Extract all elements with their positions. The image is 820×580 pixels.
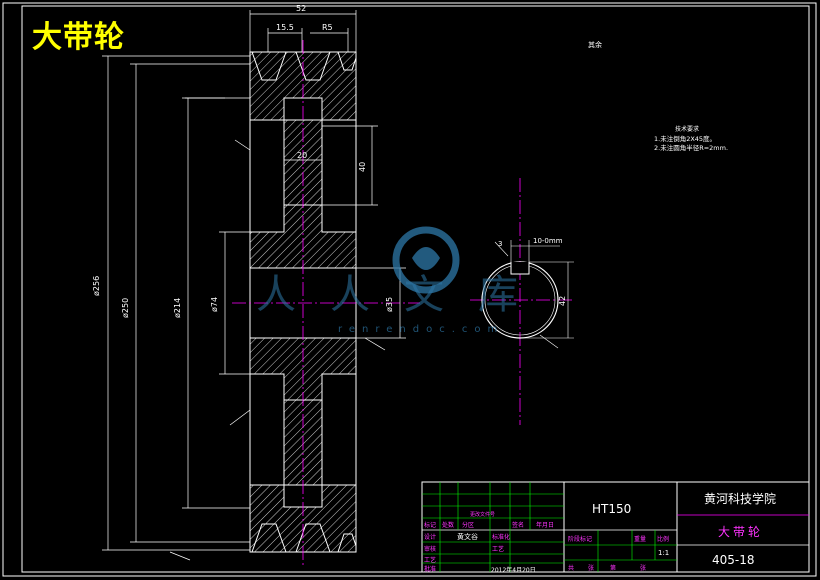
dim-web-thickness: 20 — [297, 151, 308, 160]
notes-line-1: 1.未注倒角2X45度。 — [654, 135, 717, 143]
notes-heading: 技术要求 — [675, 126, 700, 133]
misc-label-process: 工艺 — [492, 546, 505, 553]
drawing-title: 大带轮 — [32, 20, 125, 55]
watermark-graphic — [392, 226, 460, 294]
sheet-label-total: 共 — [568, 565, 575, 572]
row-label-design: 设计 — [424, 534, 437, 541]
date-field: 2012年4月20日 — [491, 567, 536, 574]
notes-line-2: 2.未注圆角半径R=2mm. — [654, 144, 729, 152]
header-label-zone: 分区 — [462, 522, 475, 529]
stage-label-scale: 比例 — [657, 536, 670, 543]
end-view — [470, 178, 574, 425]
drawing-number-field: 405-18 — [712, 553, 755, 567]
header-label-sign: 签名 — [512, 522, 525, 529]
row-label-review: 审核 — [424, 546, 437, 553]
dim-top-width: 52 — [296, 4, 307, 13]
watermark-url: renrendoc.com — [338, 324, 505, 335]
stage-label-mark: 阶段标记 — [568, 536, 593, 543]
pulley-section — [232, 40, 420, 565]
dimension-lines — [102, 10, 406, 561]
scale-field: 1:1 — [658, 549, 670, 557]
title-block-lines — [421, 481, 810, 573]
dim-top-left: 15.5 — [276, 23, 294, 32]
roughness-label: 其余 — [588, 41, 602, 49]
header-label-date: 年月日 — [536, 522, 555, 529]
inner-frame — [21, 5, 810, 573]
row-label-mark: 标记 — [424, 522, 437, 529]
row-label-approve: 批准 — [424, 566, 437, 573]
header-label-count: 处数 — [442, 522, 455, 529]
dim-hub-length: 40 — [358, 161, 367, 172]
institution-field: 黄河科技学院 — [704, 492, 777, 506]
watermark-text: 人人文库 — [256, 272, 552, 318]
designer-name-field: 黄文谷 — [457, 533, 478, 541]
dim-chamfer: 3 — [498, 240, 503, 248]
dim-outer-diameter: ø256 — [92, 275, 101, 296]
header-label-change-doc: 更改文件号 — [470, 512, 496, 518]
dim-root-diameter: ø214 — [173, 297, 182, 318]
sheet-label-sheets-a: 张 — [588, 565, 595, 572]
dim-key-width: 10-0mm — [533, 237, 563, 245]
material-field: HT150 — [592, 502, 632, 516]
dim-key-depth: 42 — [558, 295, 567, 306]
sheet-label-sheets-b: 张 — [640, 565, 647, 572]
sheet-label-no: 第 — [610, 565, 617, 572]
stage-label-weight: 重量 — [634, 536, 647, 543]
dim-pitch-diameter: ø250 — [121, 297, 130, 318]
row-label-process: 工艺 — [424, 557, 437, 564]
dim-hub-diameter: ø74 — [210, 296, 219, 312]
dim-top-right: R5 — [322, 23, 333, 32]
misc-label-standard: 标准化 — [492, 534, 511, 541]
part-name-field: 大带轮 — [718, 525, 764, 539]
